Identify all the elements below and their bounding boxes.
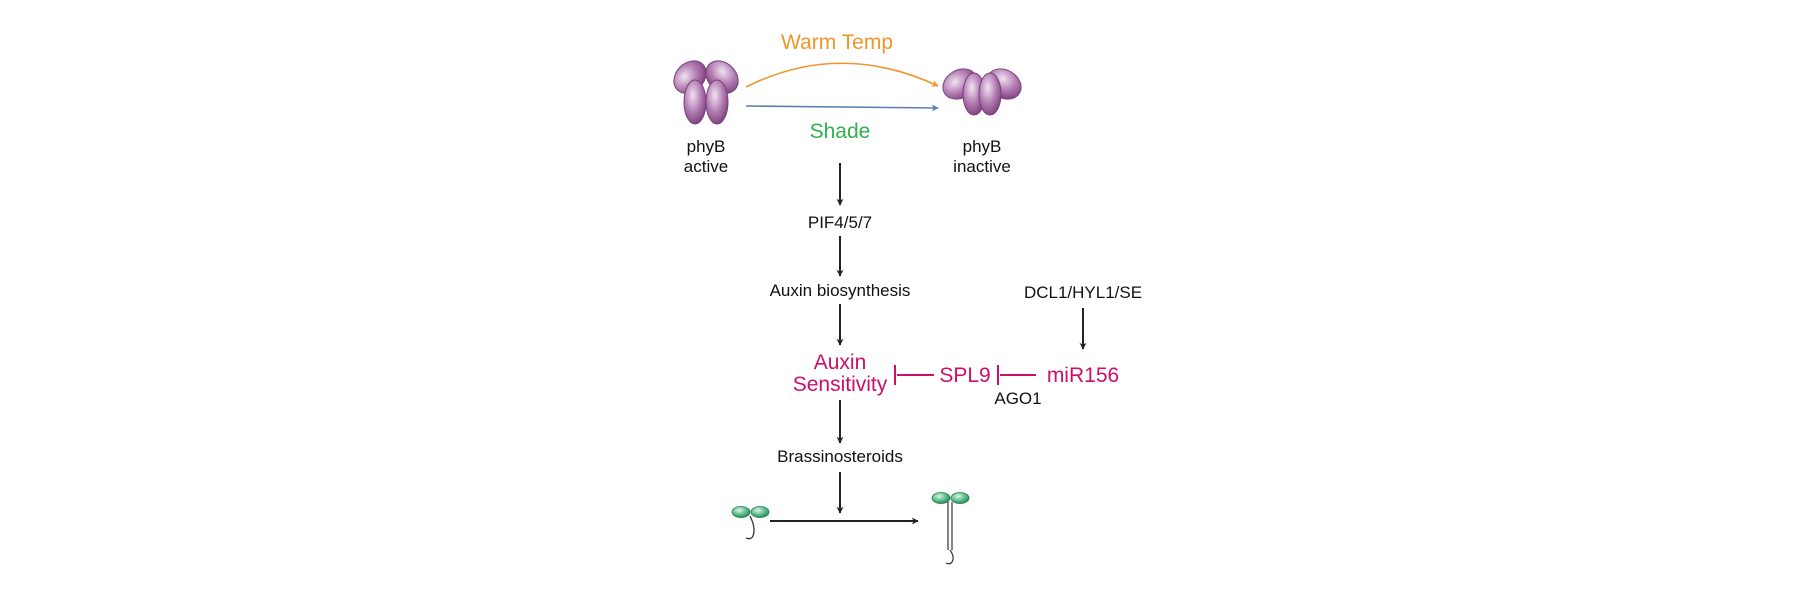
elongated-seedling-icon [931,492,970,565]
pif-label: PIF4/5/7 [808,213,872,232]
short-seedling-icon [731,506,770,540]
auxin-biosynthesis-label: Auxin biosynthesis [770,281,911,300]
brassinosteroids-label: Brassinosteroids [777,447,903,466]
spl9-label: SPL9 [939,364,990,387]
phyb-active-icon [673,60,739,125]
ago1-label: AGO1 [994,389,1041,408]
phyb-inactive-label-2: inactive [953,157,1011,176]
shade-label: Shade [810,120,871,143]
warm-temp-label: Warm Temp [781,31,893,54]
shade-arrow [745,104,939,112]
mir156-label: miR156 [1047,364,1119,387]
phyb-active-label-1: phyB [687,137,726,156]
phyb-active-label-2: active [684,157,728,176]
phyb-inactive-label-1: phyB [963,137,1002,156]
auxin-sensitivity-label-2: Sensitivity [793,373,888,396]
warm-temp-arrow [745,62,939,88]
dcl1-label: DCL1/HYL1/SE [1024,283,1142,302]
phyb-inactive-icon [942,68,1022,116]
auxin-sensitivity-label-1: Auxin [814,351,867,374]
